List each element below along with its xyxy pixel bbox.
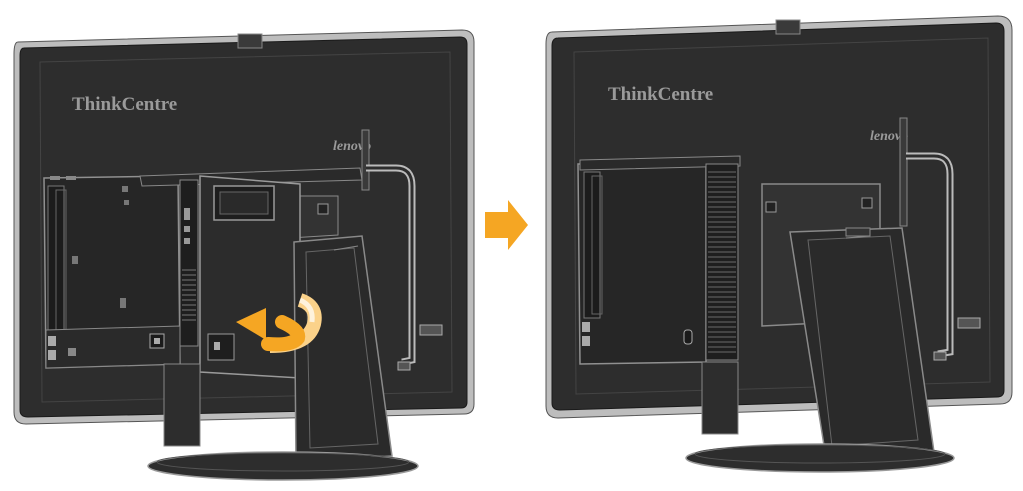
vertical-post [899, 117, 908, 227]
monitor-inner-recess [39, 51, 453, 403]
logo-label: lenovo [870, 129, 908, 144]
mount-hole [861, 197, 873, 209]
top-tab [237, 33, 263, 49]
pc-port [120, 298, 126, 308]
usb-port [48, 336, 56, 346]
vent-strip [179, 179, 199, 347]
cable-clip [419, 324, 443, 336]
brand-label: ThinkCentre [72, 94, 177, 115]
cable-clip-small [397, 361, 411, 371]
usb-port [582, 336, 590, 346]
monitor-inner-recess [573, 37, 991, 395]
brand-label: ThinkCentre [608, 84, 713, 105]
mount-hole [317, 203, 329, 215]
cable-clip [957, 317, 981, 329]
vent-slots [182, 269, 196, 321]
pc-port [124, 200, 129, 205]
lock-slot [683, 329, 693, 345]
stand-base [685, 443, 955, 473]
stand-base [147, 451, 419, 481]
monitor-before: ThinkCentre lenovo [13, 29, 475, 481]
pc-port [122, 186, 128, 192]
cable-clip-small [933, 351, 947, 361]
arrow-right-icon [485, 200, 528, 250]
top-tab [775, 19, 801, 35]
vertical-post [361, 129, 370, 191]
usb-port [582, 322, 590, 332]
vent-slots [708, 171, 736, 353]
stand-column [293, 235, 393, 463]
rotate-arrow-icon [236, 293, 322, 353]
mount-hole [765, 201, 777, 213]
usb-port [48, 350, 56, 360]
monitor-after: ThinkCentre lenovo [545, 15, 1013, 473]
lock-slot [68, 348, 76, 356]
pc-port [72, 256, 78, 264]
